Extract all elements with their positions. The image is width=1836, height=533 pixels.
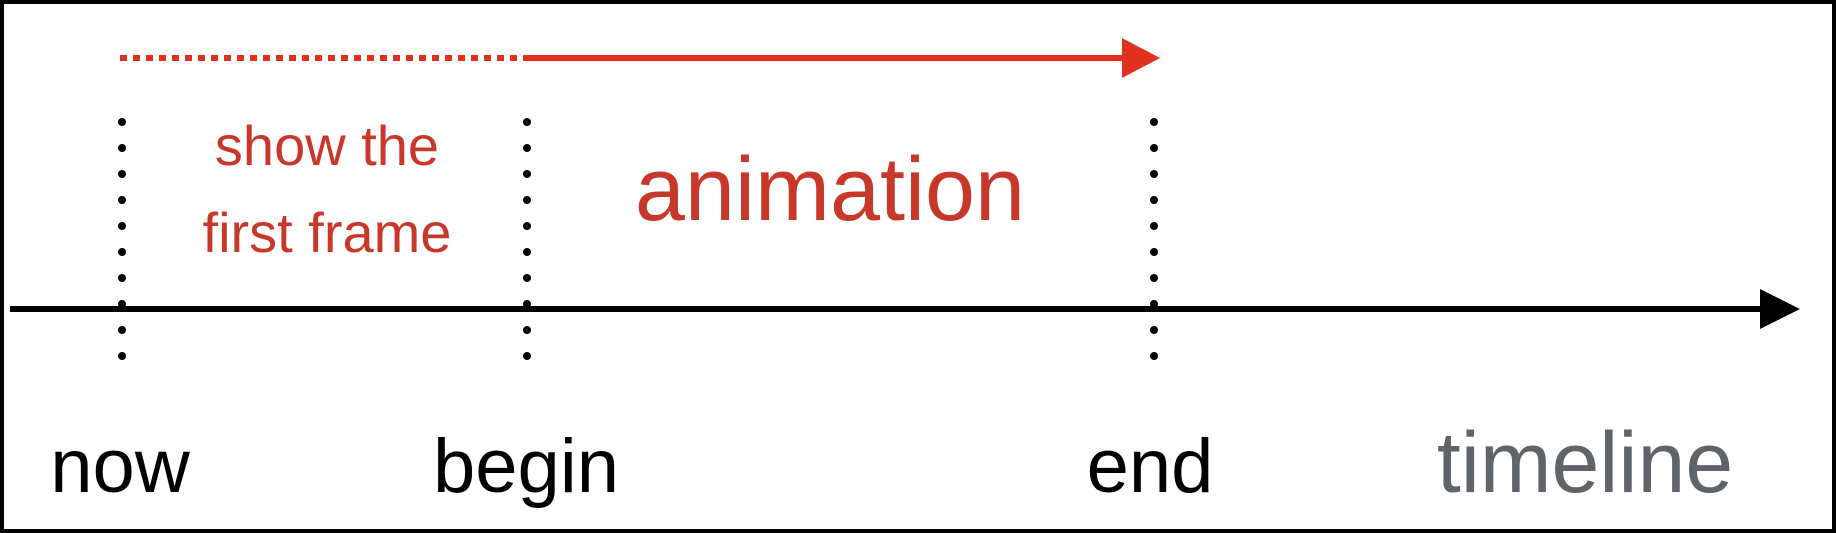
end-label: end bbox=[1087, 424, 1214, 509]
now-label: now bbox=[50, 424, 191, 509]
animation-label: animation bbox=[635, 140, 1025, 240]
first-frame-label-line2: first frame bbox=[203, 201, 452, 264]
animation-arrowhead-icon bbox=[1122, 38, 1160, 78]
begin-label: begin bbox=[433, 424, 619, 509]
timeline-arrowhead-icon bbox=[1760, 289, 1800, 329]
first-frame-label-line1: show the bbox=[215, 114, 439, 177]
timeline-axis-label: timeline bbox=[1437, 415, 1733, 511]
